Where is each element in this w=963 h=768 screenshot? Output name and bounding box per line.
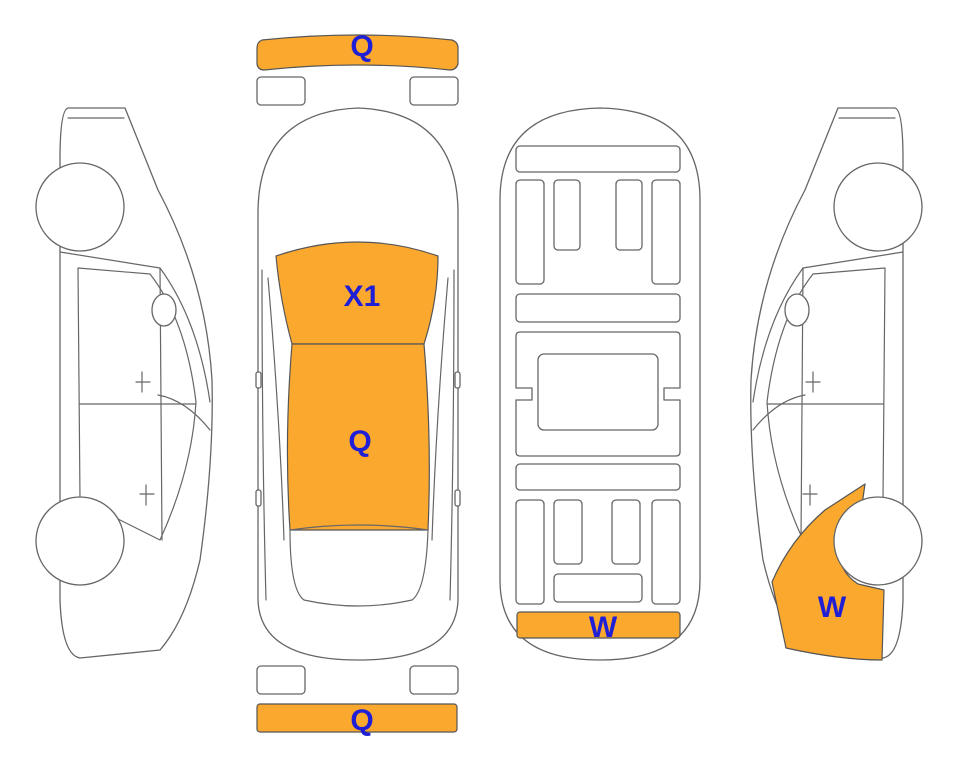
rear-window xyxy=(289,524,429,607)
rear-bumper-label: Q xyxy=(350,704,373,737)
windshield-shape xyxy=(275,241,439,345)
top-view xyxy=(255,34,461,733)
right-rear-quarter-label: W xyxy=(818,591,847,624)
right-headlight xyxy=(409,76,459,106)
left-front-wheel xyxy=(35,162,125,252)
front-bumper-label: Q xyxy=(350,30,373,63)
front-bumper-shape xyxy=(256,34,459,71)
underbody-rear-label: W xyxy=(589,611,618,644)
right-side-view xyxy=(750,107,923,661)
roof-label: Q xyxy=(348,425,371,458)
underbody-view xyxy=(499,107,701,661)
rear-bumper-shape xyxy=(256,703,458,733)
left-taillight xyxy=(256,665,306,695)
left-headlight xyxy=(256,76,306,106)
left-mirror xyxy=(151,293,177,327)
windshield-label: X1 xyxy=(344,280,381,313)
right-rear-wheel xyxy=(833,496,923,586)
underbody-rear-shape xyxy=(516,611,681,639)
right-mirror xyxy=(784,293,810,327)
left-side-view xyxy=(35,107,213,659)
left-rear-wheel xyxy=(35,496,125,586)
right-front-wheel xyxy=(833,162,923,252)
right-taillight xyxy=(409,665,459,695)
